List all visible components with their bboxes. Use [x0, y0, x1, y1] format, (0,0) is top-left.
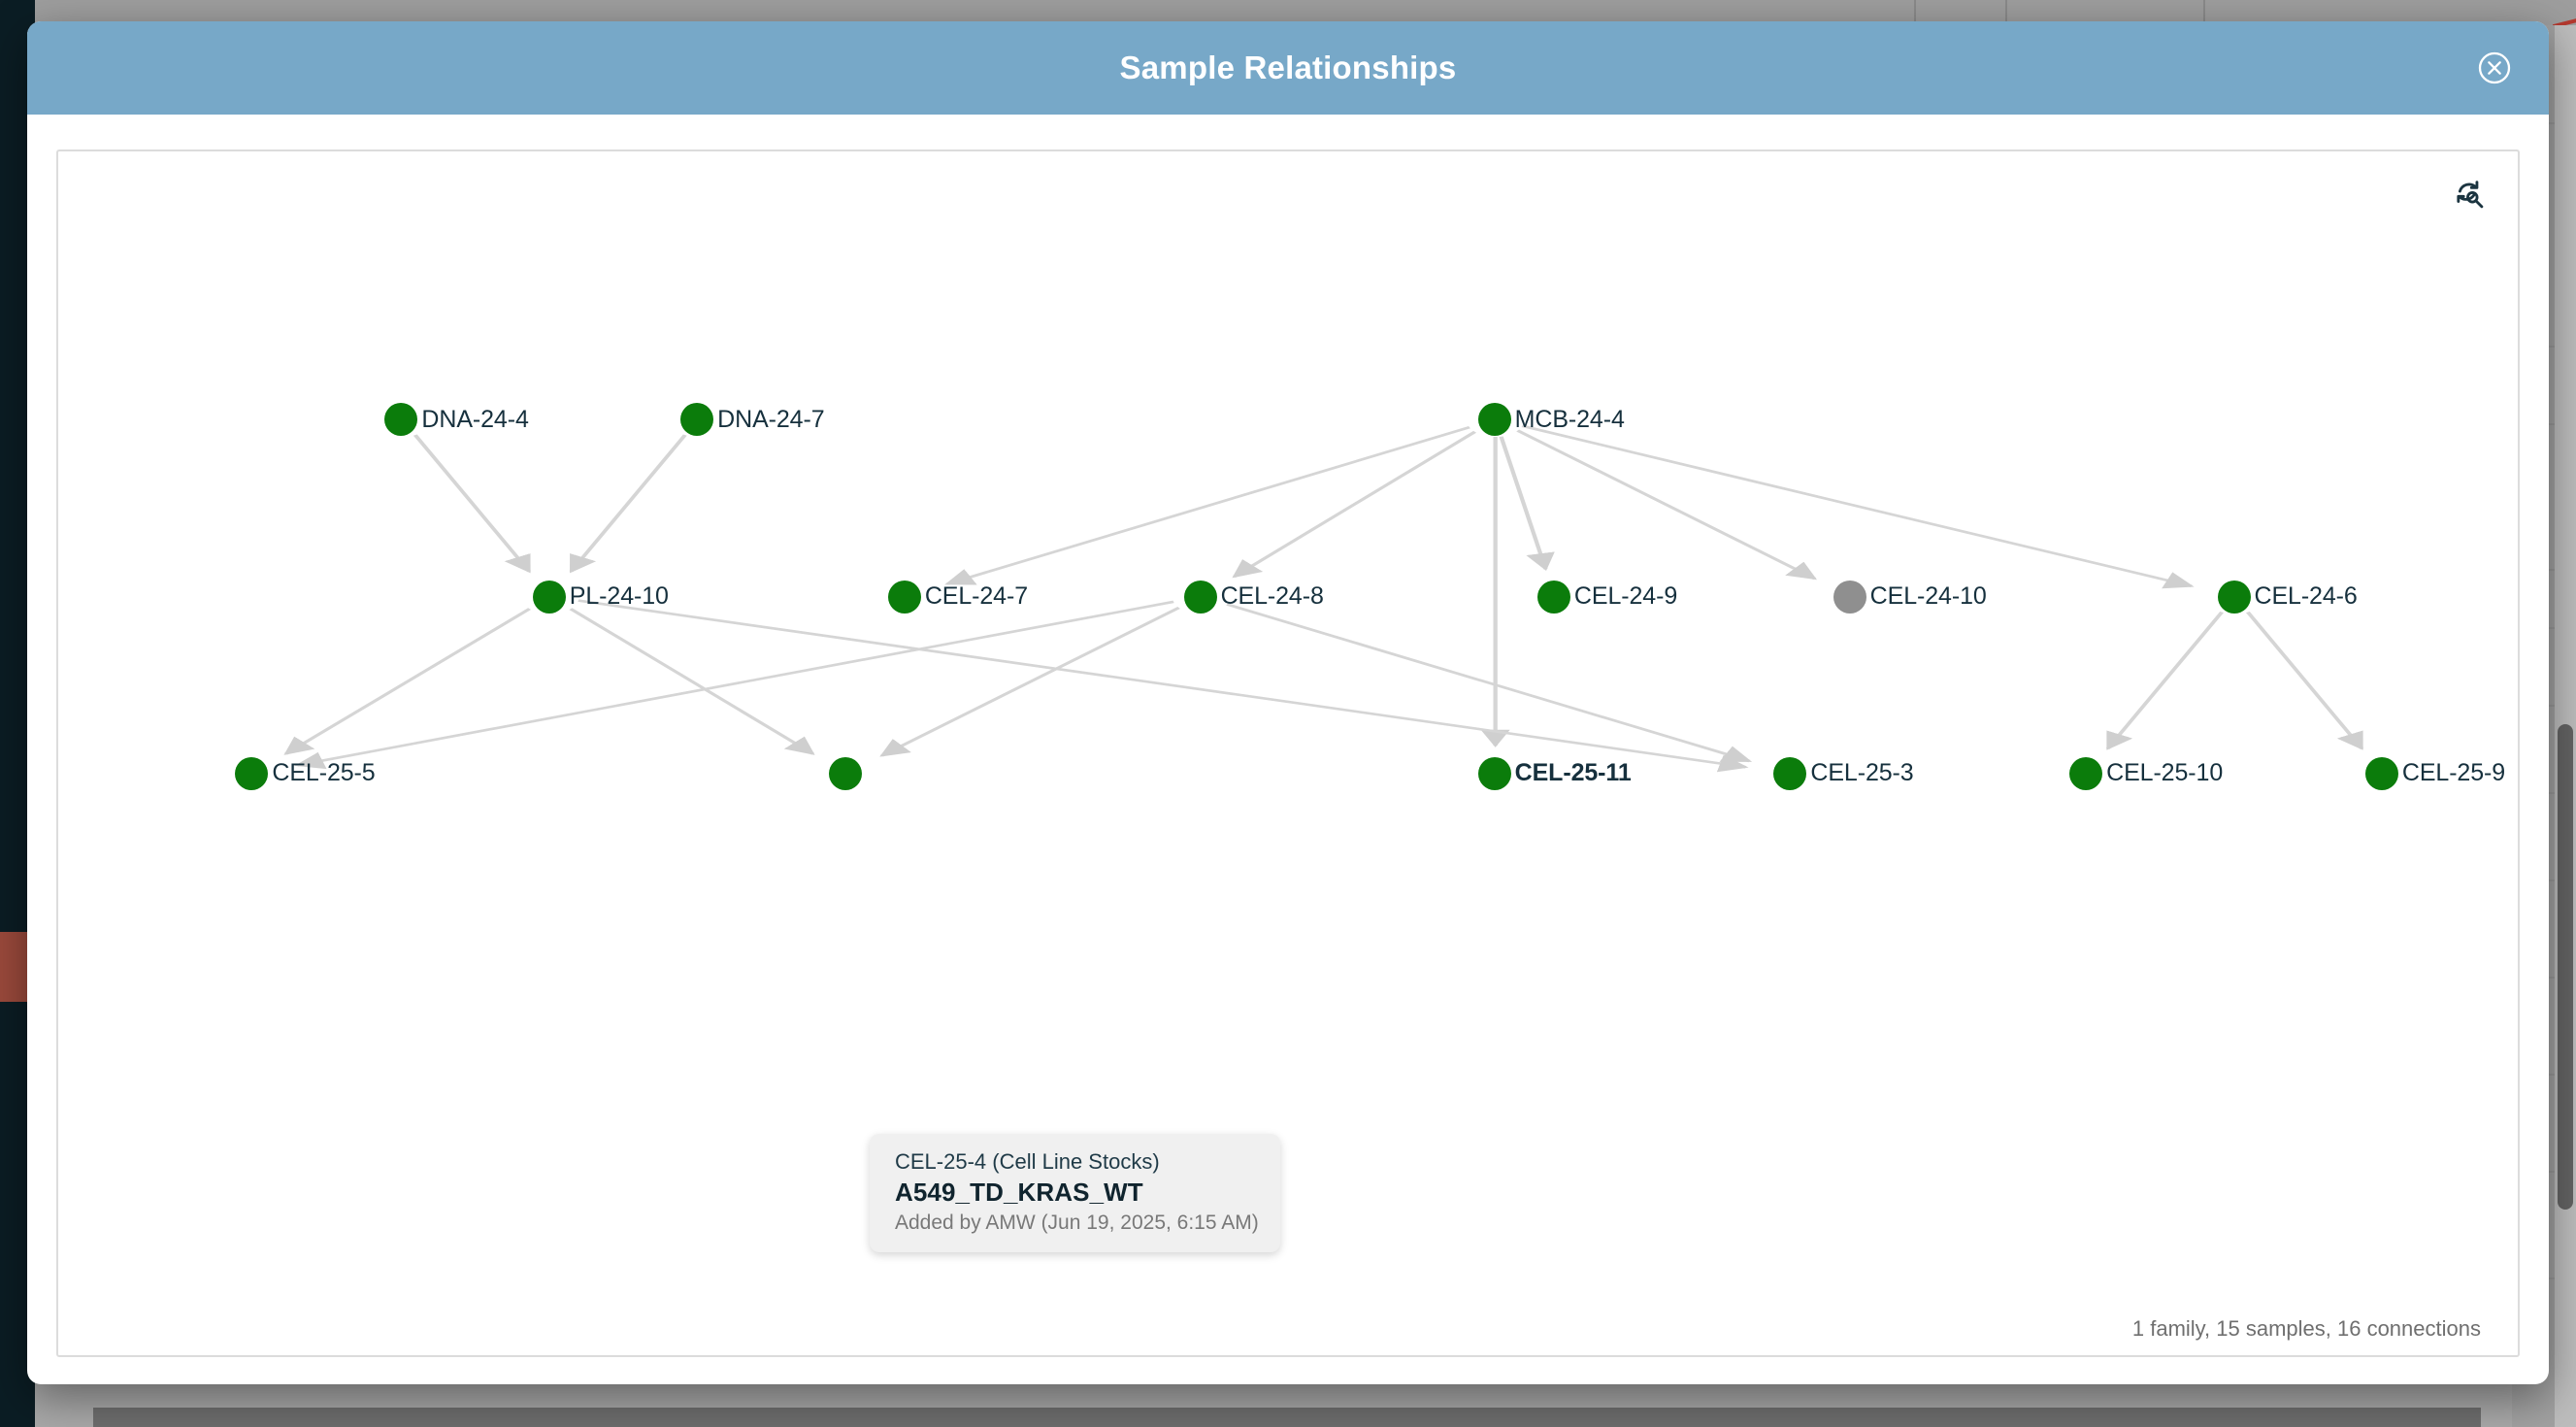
node-label: PL-24-10 [569, 582, 669, 611]
graph-edge [413, 434, 532, 574]
node-label: CEL-24-6 [2254, 582, 2358, 611]
tooltip-added-by: Added by AMW (Jun 19, 2025, 6:15 AM) [895, 1211, 1259, 1235]
graph-status-summary: 1 family, 15 samples, 16 connections [2131, 1316, 2481, 1341]
graph-node-dna-24-4[interactable]: DNA-24-4 [384, 403, 529, 437]
node-status-dot [1773, 756, 1807, 790]
close-icon[interactable] [2475, 49, 2514, 87]
graph-node-pl-24-10[interactable]: PL-24-10 [532, 580, 669, 614]
node-label: DNA-24-4 [421, 405, 529, 433]
node-label: CEL-24-8 [1220, 582, 1324, 611]
graph-node-cel-25-11[interactable]: CEL-25-11 [1477, 756, 1632, 790]
node-status-dot [1183, 580, 1217, 614]
node-label: CEL-25-11 [1514, 759, 1632, 787]
refresh-zoom-icon[interactable] [2448, 173, 2493, 217]
node-label: MCB-24-4 [1514, 405, 1625, 433]
graph-node-cel-25-9[interactable]: CEL-25-9 [2364, 756, 2506, 790]
node-status-dot [532, 580, 566, 614]
graph-node-cel-24-10[interactable]: CEL-24-10 [1833, 580, 1987, 614]
node-status-dot [2364, 756, 2398, 790]
modal-title: Sample Relationships [1119, 50, 1457, 85]
graph-edge [1521, 424, 2195, 589]
modal-header: Sample Relationships [27, 21, 2549, 115]
node-status-dot [1833, 580, 1866, 614]
graph-edge [2245, 611, 2364, 750]
node-label: CEL-25-5 [272, 759, 376, 787]
graph-edge [569, 434, 687, 574]
graph-node-dna-24-7[interactable]: DNA-24-7 [680, 403, 825, 437]
background-top-strip [35, 0, 2576, 25]
node-status-dot [887, 580, 921, 614]
graph-edge [944, 425, 1470, 585]
node-status-dot [1536, 580, 1570, 614]
graph-node-cel-25-4[interactable] [828, 756, 862, 790]
graph-edge [2105, 611, 2225, 750]
graph-edge [1516, 429, 1818, 581]
graph-edge [1232, 430, 1477, 579]
sample-relationships-modal: Sample Relationships [27, 21, 2549, 1384]
node-status-dot [2217, 580, 2251, 614]
page-vertical-scrollbar-thumb[interactable] [2558, 724, 2573, 1210]
node-status-dot [384, 403, 418, 437]
node-status-dot [2069, 756, 2103, 790]
graph-node-cel-25-10[interactable]: CEL-25-10 [2069, 756, 2224, 790]
graph-node-mcb-24-4[interactable]: MCB-24-4 [1477, 403, 1625, 437]
graph-edge [294, 600, 1174, 770]
node-label: CEL-24-10 [1869, 582, 1987, 611]
graph-edge [879, 606, 1180, 757]
node-status-dot [235, 756, 269, 790]
graph-node-cel-25-5[interactable]: CEL-25-5 [235, 756, 376, 790]
node-label: CEL-24-9 [1573, 582, 1678, 611]
graph-edge [283, 608, 532, 755]
node-label: DNA-24-7 [717, 405, 825, 433]
graph-node-cel-24-6[interactable]: CEL-24-6 [2217, 580, 2358, 614]
page-vertical-scrollbar[interactable] [2555, 25, 2576, 1427]
graph-edge [578, 599, 1749, 773]
graph-edge [1226, 603, 1753, 763]
graph-node-cel-24-9[interactable]: CEL-24-9 [1536, 580, 1678, 614]
node-status-dot [680, 403, 714, 437]
node-label: CEL-25-9 [2401, 759, 2506, 787]
graph-edge [1499, 436, 1555, 571]
tooltip-sample-name: A549_TD_KRAS_WT [895, 1178, 1143, 1208]
tooltip-sample-id: CEL-25-4 (Cell Line Stocks) [895, 1149, 1160, 1174]
graph-edge [569, 608, 815, 755]
page-horizontal-scrollbar[interactable] [93, 1408, 2481, 1427]
graph-node-cel-24-8[interactable]: CEL-24-8 [1183, 580, 1324, 614]
node-label: CEL-25-3 [1810, 759, 1914, 787]
node-tooltip: CEL-25-4 (Cell Line Stocks) A549_TD_KRAS… [870, 1134, 1280, 1253]
node-status-dot [1477, 756, 1511, 790]
graph-edge-layer [283, 424, 2364, 773]
node-status-dot [828, 756, 862, 790]
node-label: CEL-25-10 [2106, 759, 2224, 787]
graph-node-cel-24-7[interactable]: CEL-24-7 [887, 580, 1029, 614]
graph-node-cel-25-3[interactable]: CEL-25-3 [1773, 756, 1914, 790]
node-status-dot [1477, 403, 1511, 437]
node-label: CEL-24-7 [924, 582, 1029, 611]
